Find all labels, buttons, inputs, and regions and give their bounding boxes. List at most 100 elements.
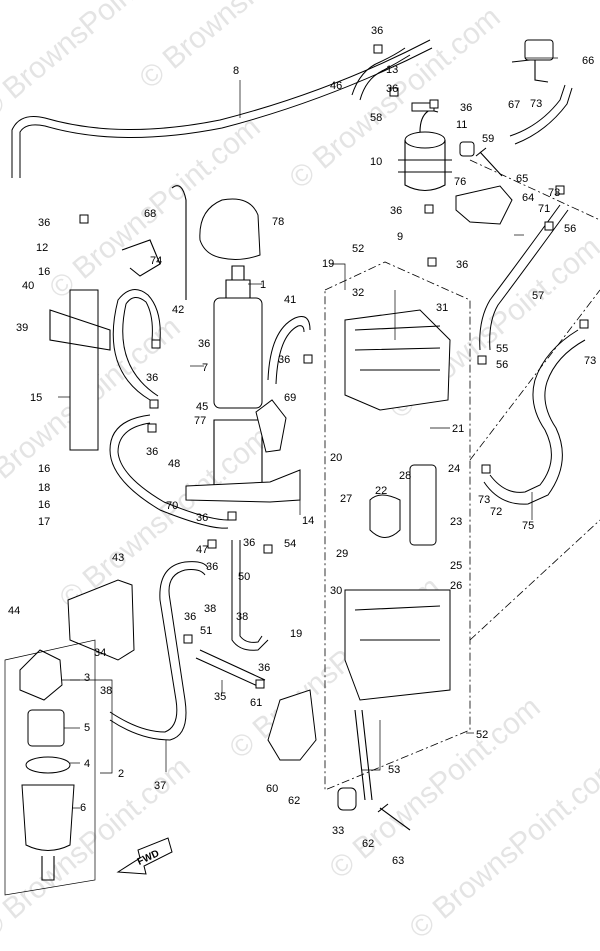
- callout-2: 2: [118, 768, 124, 780]
- lever-69: [255, 399, 287, 453]
- bracket-60: [267, 689, 317, 761]
- callout-16c: 16: [38, 499, 50, 511]
- valve-66: [524, 39, 554, 61]
- callout-18: 18: [38, 482, 50, 494]
- callout-17: 17: [38, 516, 50, 528]
- bracket-dashline: [469, 159, 600, 221]
- callout-24: 24: [448, 463, 460, 475]
- callout-14: 14: [302, 515, 314, 527]
- callout-72: 72: [490, 506, 502, 518]
- callout-22: 22: [375, 485, 387, 497]
- callout-74: 74: [150, 255, 162, 267]
- callout-15: 15: [30, 392, 42, 404]
- leader-lines: [58, 57, 558, 809]
- right-dashline: [469, 289, 600, 461]
- callout-36f: 36: [278, 354, 290, 366]
- callout-69: 69: [284, 392, 296, 404]
- clamp-74: [121, 239, 161, 277]
- callout-73b: 73: [548, 187, 560, 199]
- separator-outline: [4, 639, 96, 896]
- cover-78: [199, 198, 261, 260]
- callout-21: 21: [452, 423, 464, 435]
- callout-53: 53: [388, 764, 400, 776]
- callout-59: 59: [482, 133, 494, 145]
- hose-53: [354, 709, 373, 801]
- callout-62a: 62: [288, 795, 300, 807]
- callout-63: 63: [392, 855, 404, 867]
- callout-35: 35: [214, 691, 226, 703]
- callout-11: 11: [456, 119, 467, 131]
- callout-51: 51: [200, 625, 212, 637]
- callout-7: 7: [202, 362, 208, 374]
- callout-70: 70: [166, 500, 178, 512]
- lower-dashline: [469, 519, 600, 641]
- callout-58: 58: [370, 112, 382, 124]
- hose-37: [109, 569, 206, 741]
- hose-8-inner: [19, 47, 433, 178]
- callout-62b: 62: [362, 838, 374, 850]
- bracket-43: [67, 579, 135, 661]
- hose-47: [109, 414, 229, 529]
- vapor-separator: [344, 309, 451, 701]
- valve-66-lines: [511, 59, 549, 83]
- callout-36h: 36: [146, 446, 158, 458]
- callout-57: 57: [532, 290, 544, 302]
- callout-38b: 38: [204, 603, 216, 615]
- hose-41: [267, 316, 311, 381]
- hose-42: [112, 289, 161, 401]
- callout-37: 37: [154, 780, 166, 792]
- hose-67-b: [514, 87, 573, 145]
- callout-28: 28: [399, 470, 411, 482]
- pipe-35: [195, 649, 266, 689]
- callout-23: 23: [450, 516, 462, 528]
- callout-36l: 36: [184, 611, 196, 623]
- callout-56b: 56: [496, 359, 508, 371]
- callout-20: 20: [330, 452, 342, 464]
- fwd-arrow: FWD: [116, 837, 173, 875]
- callout-55: 55: [496, 343, 508, 355]
- callout-36n: 36: [390, 205, 402, 217]
- callout-36i: 36: [196, 512, 208, 524]
- callout-67: 67: [508, 99, 520, 111]
- callout-30: 30: [330, 585, 342, 597]
- hose-8: [11, 39, 431, 178]
- callout-36c: 36: [460, 102, 472, 114]
- callout-6: 6: [80, 802, 86, 814]
- callout-47: 47: [196, 544, 208, 556]
- hose-42-b: [122, 297, 159, 397]
- callout-4: 4: [84, 758, 90, 770]
- callout-76: 76: [454, 176, 466, 188]
- callout-19a: 19: [322, 258, 334, 270]
- callout-44: 44: [8, 605, 20, 617]
- callout-36e: 36: [198, 338, 210, 350]
- callout-71: 71: [538, 203, 550, 215]
- water-separator: [19, 649, 75, 881]
- callout-52a: 52: [352, 243, 364, 255]
- callout-12: 12: [36, 242, 48, 254]
- hose-75: [489, 329, 579, 493]
- fitting-11: [459, 141, 475, 157]
- callout-8: 8: [233, 65, 239, 77]
- callout-38a: 38: [100, 685, 112, 697]
- hose-57: [479, 204, 561, 351]
- callout-73a: 73: [530, 98, 542, 110]
- callout-65: 65: [516, 173, 528, 185]
- clamps: [79, 44, 589, 689]
- callout-36k: 36: [243, 537, 255, 549]
- callout-26: 26: [450, 580, 462, 592]
- hose-46-b: [359, 54, 411, 101]
- callout-36j: 36: [206, 561, 218, 573]
- callout-1: 1: [260, 279, 266, 291]
- callout-78: 78: [272, 216, 284, 228]
- callout-36b: 36: [386, 83, 398, 95]
- callout-36a: 36: [371, 25, 383, 37]
- callout-36d: 36: [38, 217, 50, 229]
- callout-54: 54: [284, 538, 296, 550]
- callout-75: 75: [522, 520, 534, 532]
- callout-16b: 16: [38, 463, 50, 475]
- callout-61: 61: [250, 697, 262, 709]
- hose-41-b: [275, 325, 305, 385]
- hose-46: [351, 47, 406, 96]
- callout-40: 40: [22, 280, 34, 292]
- callout-41: 41: [284, 294, 296, 306]
